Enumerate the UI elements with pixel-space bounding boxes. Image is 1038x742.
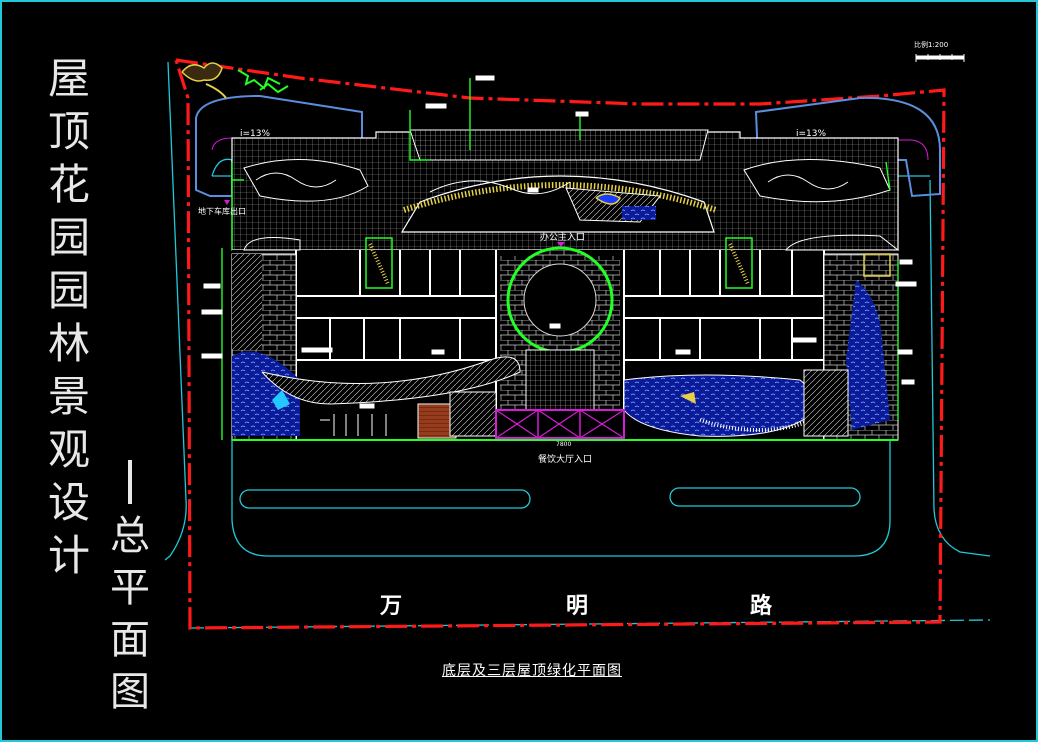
subtitle-char: 平 [110,565,150,611]
subtitle-char: 图 [110,669,150,715]
slope-label-left: i=13% [240,129,270,139]
arrow-marker [224,200,230,205]
slope-label-right: i=13% [796,129,826,139]
plaza-paving [231,129,899,251]
road-char: 万 [380,593,403,619]
plan-caption: 底层及三层屋顶绿化平面图 [442,663,622,679]
title-char: 花 [47,160,90,209]
vertical-subtitle: 总 平 面 图 [108,456,152,718]
title-char: 景 [47,372,90,421]
road-char: 路 [750,593,773,619]
title-char: 园 [47,213,90,262]
scale-bar [915,54,965,62]
green-edges [221,78,899,440]
ramp-right [754,96,941,198]
subtitle-char: 总 [110,513,150,559]
annotation-leaders [201,75,917,409]
garden-right [623,253,899,441]
subtitle-dash [128,460,132,504]
lobby-entrance-label: 餐饮大厅入口 [538,453,592,465]
lobby-entrance [232,409,898,441]
title-char: 屋 [47,54,90,103]
courtyard [500,246,620,411]
title-char: 设 [47,478,90,527]
road-char: 明 [566,593,589,619]
subtitle-char: 面 [110,617,150,663]
lobby-dimension: 7800 [556,441,571,448]
title-char: 顶 [47,107,90,156]
title-char: 计 [47,531,90,580]
title-char: 园 [47,266,90,315]
garage-exit-label: 地下车库出口 [198,206,246,216]
arrow-marker [557,242,565,247]
vertical-title: 屋 顶 花 园 园 林 景 观 设 计 [44,52,94,582]
tree-group [181,62,289,99]
garden-left [231,253,521,441]
title-char: 林 [47,319,90,368]
office-entrance-label: 办公主入口 [540,231,585,243]
scale-label: 比例1:200 [914,41,949,49]
title-char: 观 [47,425,90,474]
